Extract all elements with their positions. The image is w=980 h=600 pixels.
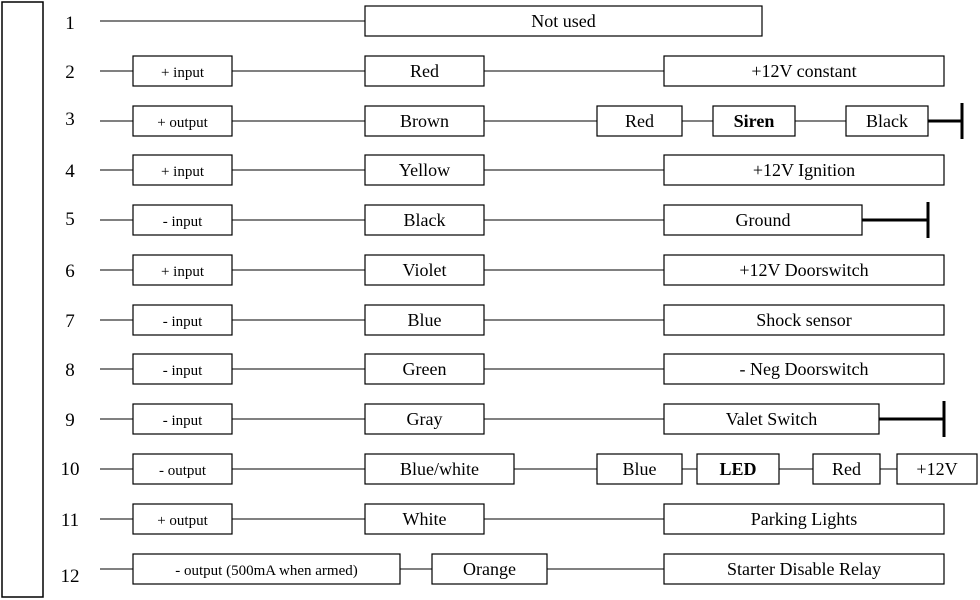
wire-label-box [132, 403, 233, 435]
wire-label-box [132, 154, 233, 186]
pin-number: 11 [61, 510, 79, 531]
wire-label-box [712, 105, 796, 137]
wire-label-box [696, 453, 780, 485]
wire-label-box [364, 105, 485, 137]
wire-label-box [364, 304, 485, 336]
wire-label: + input [161, 65, 205, 81]
wire-label: + input [161, 264, 205, 280]
wire-label: Red [832, 459, 861, 479]
wire-label-box [364, 353, 485, 385]
wire-label: Black [404, 210, 446, 230]
wire-label: Shock sensor [756, 310, 852, 330]
wire-label: - input [163, 214, 203, 230]
wire-label: Parking Lights [751, 509, 858, 529]
pin-number: 8 [65, 360, 75, 381]
wire-label-box [596, 453, 683, 485]
wire-label-box [812, 453, 881, 485]
wire-label: - output [159, 463, 207, 479]
wire-label: Black [866, 111, 908, 131]
wire-label: - input [163, 314, 203, 330]
wire-label-box [663, 553, 945, 585]
pin-number: 5 [65, 209, 75, 230]
pin-number: 9 [65, 410, 75, 431]
wire-label: Blue/white [400, 459, 479, 479]
wire-label-box [364, 154, 485, 186]
wire-label-box [364, 5, 763, 37]
wire-label-box [663, 154, 945, 186]
wire-label: Violet [403, 260, 447, 280]
pin-number: 12 [61, 566, 80, 587]
wire-label-box [132, 204, 233, 236]
pin-number: 10 [61, 459, 80, 480]
wire-label: +12V Ignition [753, 160, 855, 180]
wire-label: + output [157, 115, 208, 131]
wire-label: - Neg Doorswitch [740, 359, 869, 379]
wire-label: Orange [463, 559, 516, 579]
wire-label-box [364, 254, 485, 286]
wire-label-box [431, 553, 548, 585]
wire-label: Red [625, 111, 654, 131]
wire-label: LED [719, 459, 756, 479]
wire-label: - input [163, 413, 203, 429]
pin-number: 3 [65, 109, 75, 130]
wire-label: + input [161, 164, 205, 180]
pin-number: 7 [65, 311, 75, 332]
wire-label-box [663, 353, 945, 385]
wire-label: +12V Doorswitch [739, 260, 868, 280]
wire-label-box [132, 353, 233, 385]
wire-label-box [364, 403, 485, 435]
connector-block [1, 1, 44, 598]
wire-label: Brown [400, 111, 449, 131]
pin-number: 4 [65, 161, 75, 182]
wire-label: +12V constant [751, 61, 856, 81]
wire-label: Valet Switch [726, 409, 818, 429]
wire-label: Yellow [399, 160, 450, 180]
wire-label-box [132, 553, 401, 585]
wire-label-box [132, 55, 233, 87]
pin-number: 1 [65, 13, 75, 34]
wire-label-box [364, 55, 485, 87]
wire-label-box [132, 503, 233, 535]
wire-label: Green [403, 359, 447, 379]
wire-label: - input [163, 363, 203, 379]
wire-label: Red [410, 61, 439, 81]
wire-label-box [896, 453, 978, 485]
wire-label: Blue [408, 310, 442, 330]
wire-label-box [132, 304, 233, 336]
wire-label-box [364, 204, 485, 236]
wire-label: Blue [623, 459, 657, 479]
wire-label: White [403, 509, 447, 529]
wire-label: Ground [736, 210, 791, 230]
wire-label-box [364, 453, 515, 485]
pin-number: 2 [65, 62, 75, 83]
wire-label-box [663, 254, 945, 286]
wire-label: + output [157, 513, 208, 529]
wire-label: - output (500mA when armed) [175, 563, 357, 579]
wire-label: Siren [734, 111, 775, 131]
wire-label: Not used [531, 11, 596, 31]
wire-label-box [663, 55, 945, 87]
wire-label: Starter Disable Relay [727, 559, 881, 579]
wire-label-box [364, 503, 485, 535]
wire-label-box [663, 304, 945, 336]
pin-number: 6 [65, 261, 75, 282]
wire-label-box [132, 254, 233, 286]
wire-label: Gray [407, 409, 443, 429]
wire-label-box [132, 105, 233, 137]
wire-label-box [663, 503, 945, 535]
wire-label: +12V [916, 459, 957, 479]
wire-label-box [132, 453, 233, 485]
wire-label-box [596, 105, 683, 137]
